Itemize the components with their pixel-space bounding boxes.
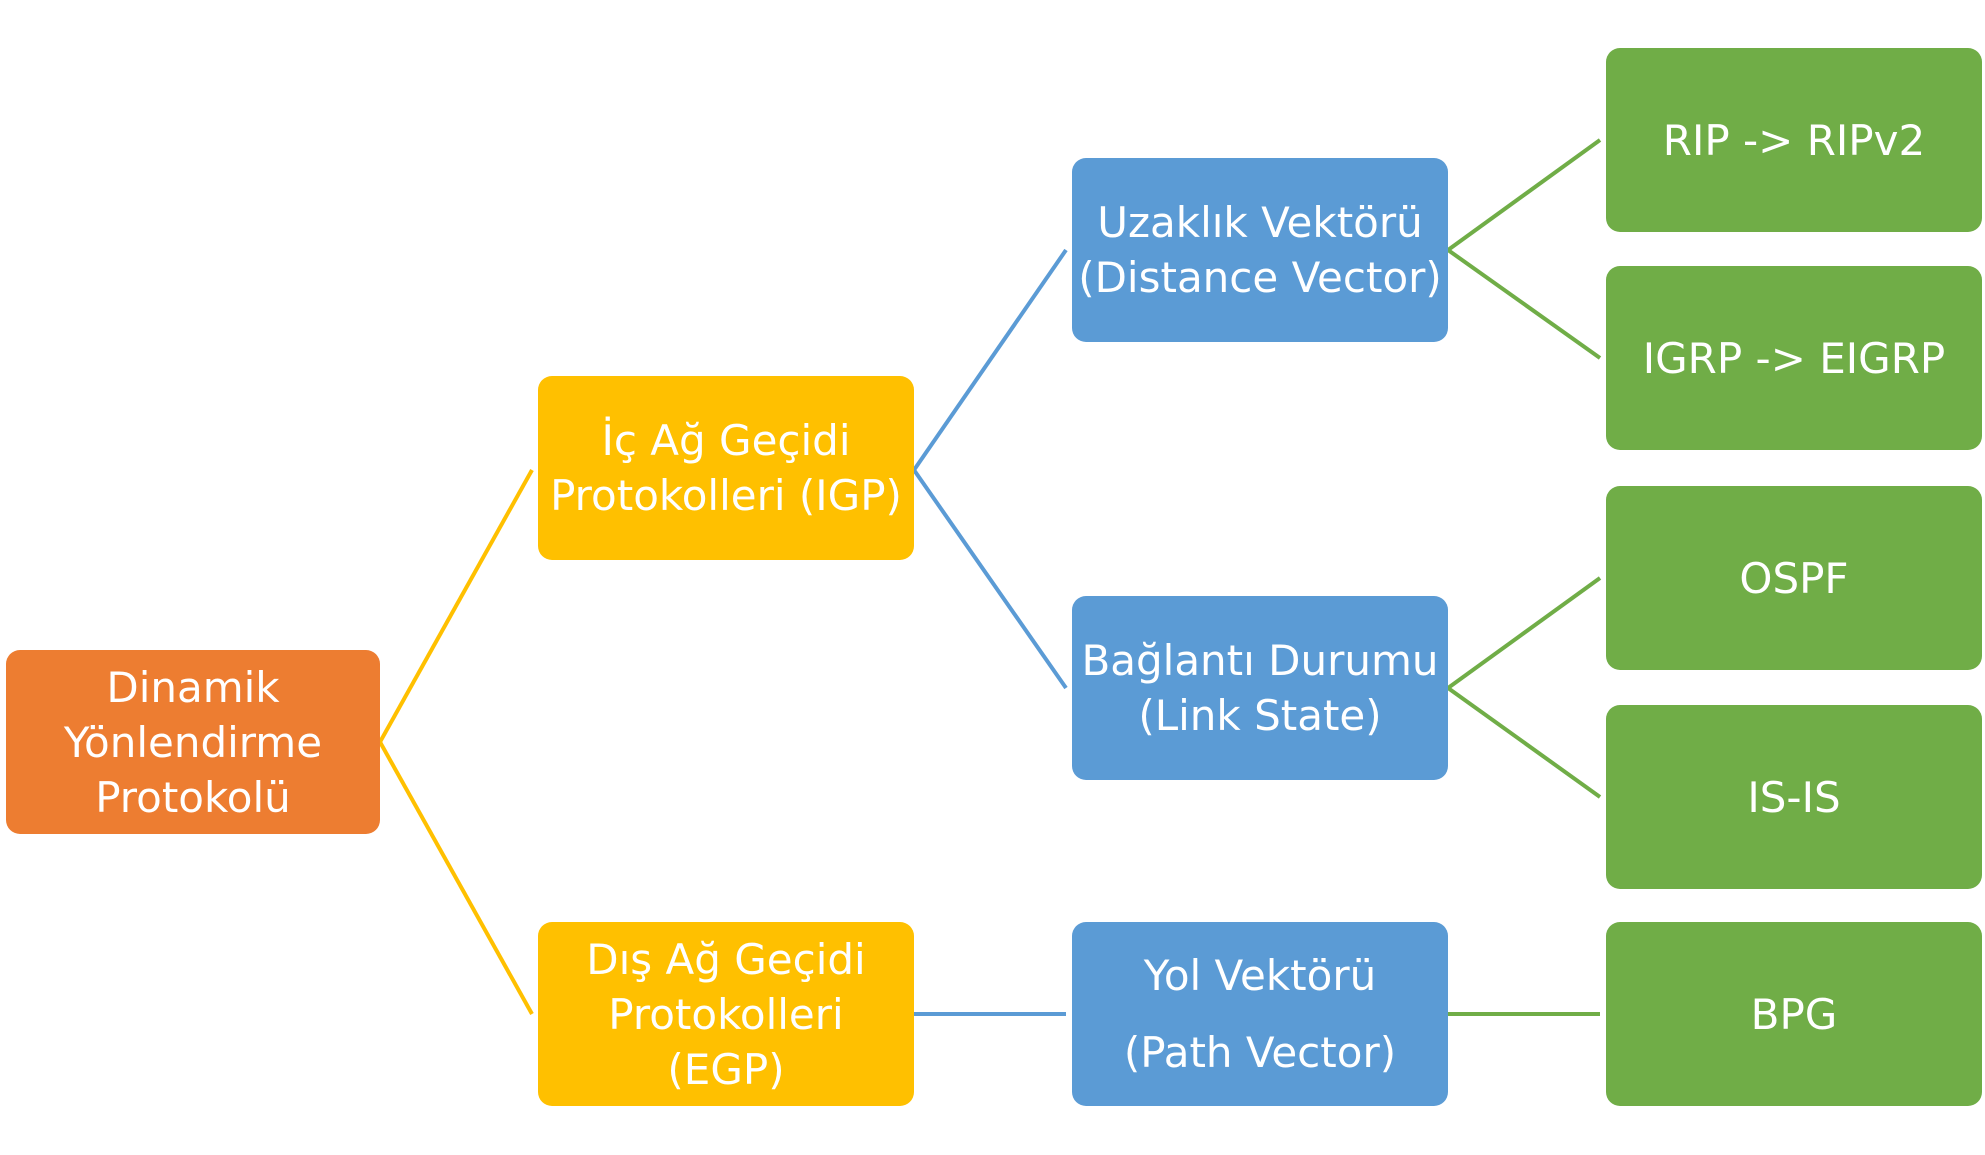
edge-distance-vector-igrp	[1446, 248, 1602, 360]
bpg-node-label: BPG	[1750, 989, 1838, 1039]
root-node-dynamic-routing-protocol: Dinamik Yönlendirme Protokolü	[6, 650, 380, 834]
edge-root-igp	[378, 469, 534, 743]
ospf-node-label: OSPF	[1739, 553, 1849, 603]
isis-node-label: IS-IS	[1747, 772, 1841, 822]
isis-node: IS-IS	[1606, 705, 1982, 889]
link-state-node-line-2: (Link State)	[1138, 691, 1382, 740]
edge-root-egp	[378, 741, 534, 1015]
igp-node-line-2: Protokolleri (IGP)	[550, 471, 902, 520]
edge-link-state-ospf	[1446, 576, 1602, 690]
edge-link-state-isis	[1446, 686, 1602, 799]
link-state-node: Bağlantı Durumu (Link State)	[1072, 596, 1448, 780]
igp-node: İç Ağ Geçidi Protokolleri (IGP)	[538, 376, 914, 560]
edge-igp-distance-vector	[912, 248, 1068, 472]
root-node-line-3: Protokolü	[95, 772, 291, 822]
edge-igp-link-state	[912, 468, 1068, 690]
distance-vector-node-line-1: Uzaklık Vektörü	[1097, 198, 1423, 247]
rip-node-label: RIP -> RIPv2	[1662, 115, 1926, 165]
path-vector-node: Yol Vektörü (Path Vector)	[1072, 922, 1448, 1106]
egp-node-line-1: Dış Ağ Geçidi	[586, 934, 866, 984]
bpg-node: BPG	[1606, 922, 1982, 1106]
rip-node: RIP -> RIPv2	[1606, 48, 1982, 232]
egp-node-line-3: (EGP)	[667, 1044, 785, 1094]
igp-node-line-1: İç Ağ Geçidi	[601, 416, 851, 465]
path-vector-node-line-2: (Path Vector)	[1123, 1028, 1397, 1077]
path-vector-node-line-1: Yol Vektörü	[1143, 951, 1377, 1000]
distance-vector-node: Uzaklık Vektörü (Distance Vector)	[1072, 158, 1448, 342]
link-state-node-line-1: Bağlantı Durumu	[1081, 636, 1439, 685]
ospf-node: OSPF	[1606, 486, 1982, 670]
igrp-node-label: IGRP -> EIGRP	[1642, 333, 1946, 383]
egp-node-line-2: Protokolleri	[608, 989, 844, 1039]
igrp-node: IGRP -> EIGRP	[1606, 266, 1982, 450]
distance-vector-node-line-2: (Distance Vector)	[1078, 253, 1442, 302]
edge-distance-vector-rip	[1446, 138, 1602, 252]
egp-node: Dış Ağ Geçidi Protokolleri (EGP)	[538, 922, 914, 1106]
root-node-line-1: Dinamik	[106, 662, 280, 712]
root-node-line-2: Yönlendirme	[63, 717, 323, 767]
